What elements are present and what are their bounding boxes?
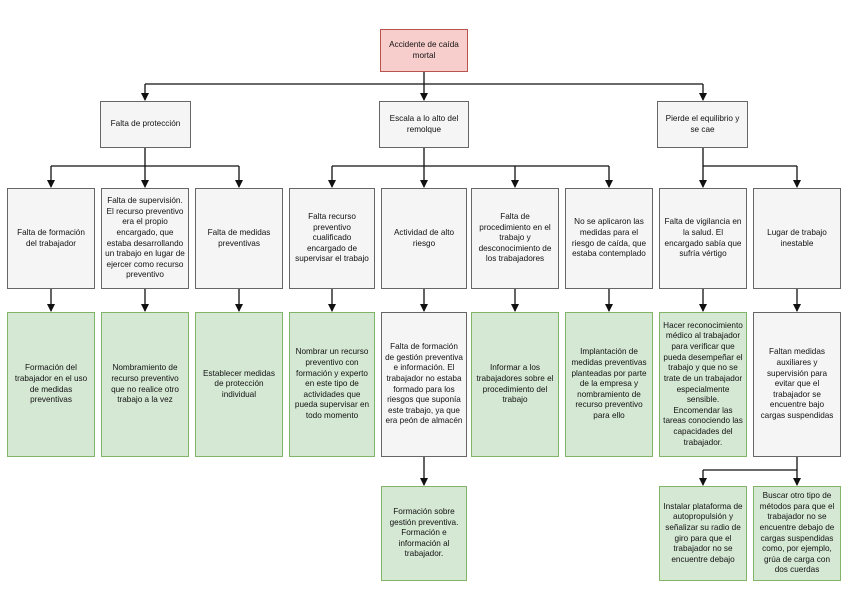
subcause-lugar-inestable: Lugar de trabajo inestable — [753, 188, 841, 289]
measure-label: Implantación de medidas preventivas plan… — [571, 347, 647, 421]
subcause-label: Falta de vigilancia en la salud. El enca… — [664, 217, 742, 259]
root-node: Accidente de caída mortal — [380, 29, 468, 72]
measure-proteccion-individual: Establecer medidas de protección individ… — [195, 312, 283, 457]
cause-falta-proteccion: Falta de protección — [100, 101, 191, 148]
measure-reconocimiento-medico: Hacer reconocimiento médico al trabajado… — [659, 312, 747, 457]
measure-label: Informar a los trabajadores sobre el pro… — [476, 363, 554, 405]
measure-informar-trabajadores: Informar a los trabajadores sobre el pro… — [471, 312, 559, 457]
measure-label: Buscar otro tipo de métodos para que el … — [759, 490, 835, 575]
root-label: Accidente de caída mortal — [389, 39, 459, 60]
subcause-label: Falta de formación de gestión preventiva… — [385, 341, 463, 426]
measure-label: Establecer medidas de protección individ… — [203, 368, 275, 399]
subcause-formacion-trabajador: Falta de formación del trabajador — [7, 188, 95, 289]
cause-label: Escala a lo alto del remolque — [389, 113, 459, 134]
subcause-medidas-riesgo-caida: No se aplicaron las medidas para el ries… — [565, 188, 653, 289]
measure-label: Formación sobre gestión preventiva. Form… — [389, 506, 459, 559]
subcause-label: Falta recurso preventivo cualificado enc… — [295, 211, 369, 264]
subcause-vigilancia-salud: Falta de vigilancia en la salud. El enca… — [659, 188, 747, 289]
measure-label: Hacer reconocimiento médico al trabajado… — [663, 320, 743, 447]
subcause-label: Falta de supervisión. El recurso prevent… — [105, 195, 185, 280]
subcause-medidas-preventivas: Falta de medidas preventivas — [195, 188, 283, 289]
measure-label: Nombrar un recurso preventivo con formac… — [294, 347, 370, 421]
cause-escala-remolque: Escala a lo alto del remolque — [379, 101, 469, 148]
subcause-label: Actividad de alto riesgo — [393, 227, 455, 248]
measure-formacion-trabajador: Formación del trabajador en el uso de me… — [7, 312, 95, 457]
subcause-label: Falta de medidas preventivas — [207, 227, 271, 248]
measure-implantacion-medidas: Implantación de medidas preventivas plan… — [565, 312, 653, 457]
subcause-label: Falta de formación del trabajador — [17, 227, 85, 248]
subcause-procedimiento: Falta de procedimiento en el trabajo y d… — [471, 188, 559, 289]
subcause-label: Lugar de trabajo inestable — [767, 227, 827, 248]
subcause-recurso-preventivo: Falta recurso preventivo cualificado enc… — [289, 188, 375, 289]
cause-label: Falta de protección — [110, 119, 181, 129]
measure-nombrar-recurso: Nombrar un recurso preventivo con formac… — [289, 312, 375, 457]
subcause-alto-riesgo: Actividad de alto riesgo — [381, 188, 467, 289]
subcause-falta-formacion-gestion: Falta de formación de gestión preventiva… — [381, 312, 467, 457]
subcause-falta-supervision: Falta de supervisión. El recurso prevent… — [101, 188, 189, 289]
cause-label: Pierde el equilibrio y se cae — [665, 113, 740, 134]
measure-otros-metodos: Buscar otro tipo de métodos para que el … — [753, 486, 841, 581]
measure-nombramiento-recurso: Nombramiento de recurso preventivo que n… — [101, 312, 189, 457]
cause-pierde-equilibrio: Pierde el equilibrio y se cae — [657, 101, 748, 148]
measure-label: Nombramiento de recurso preventivo que n… — [111, 363, 179, 405]
subcause-label: Falta de procedimiento en el trabajo y d… — [478, 211, 552, 264]
subcause-faltan-medidas-auxiliares: Faltan medidas auxiliares y supervisión … — [753, 312, 841, 457]
measure-plataforma-autopropulsion: Instalar plataforma de autopropulsión y … — [659, 486, 747, 581]
measure-formacion-gestion: Formación sobre gestión preventiva. Form… — [381, 486, 467, 581]
measure-label: Instalar plataforma de autopropulsión y … — [663, 501, 743, 564]
measure-label: Formación del trabajador en el uso de me… — [14, 363, 88, 405]
subcause-label: Faltan medidas auxiliares y supervisión … — [760, 347, 834, 421]
subcause-label: No se aplicaron las medidas para el ries… — [571, 217, 647, 259]
